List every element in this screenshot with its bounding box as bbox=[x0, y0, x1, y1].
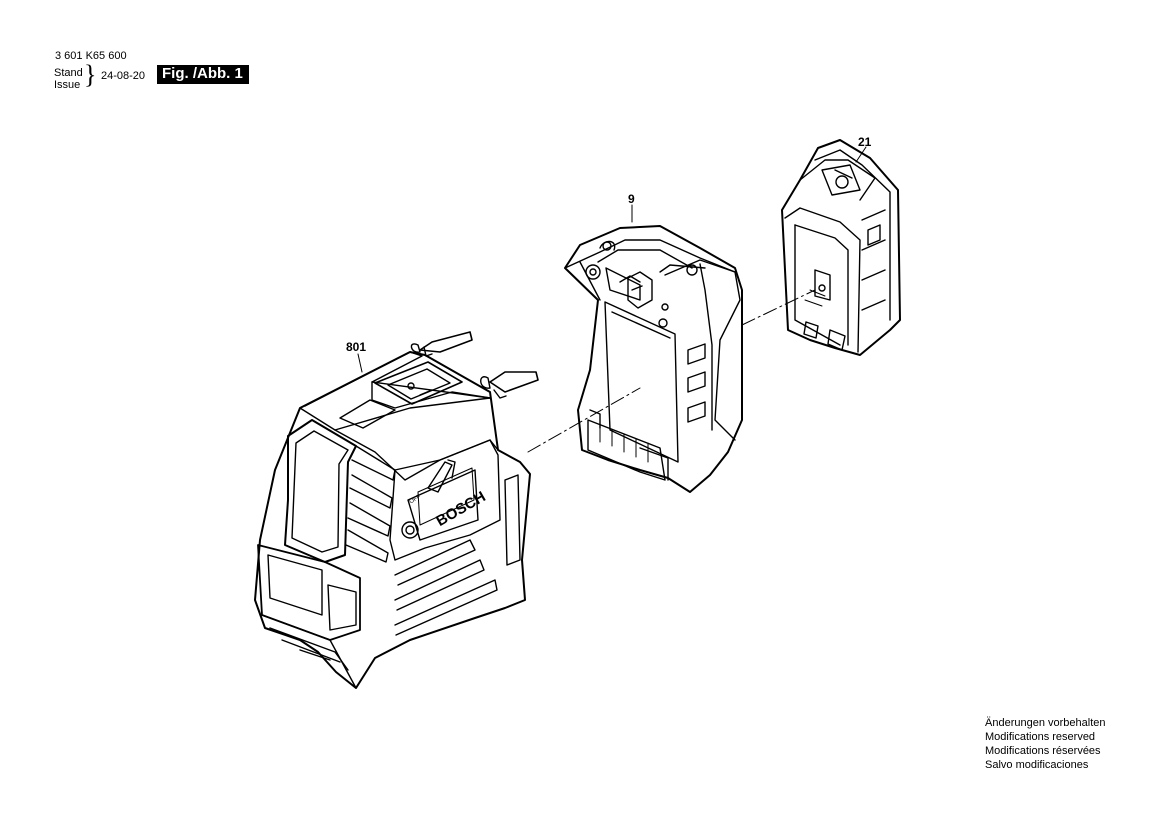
note-es: Salvo modificaciones bbox=[985, 759, 1089, 771]
callout-801: 801 bbox=[346, 340, 367, 354]
part-number: 3 601 K65 600 bbox=[55, 50, 127, 62]
part-801-laser-level bbox=[255, 332, 538, 688]
modification-notice: Änderungen vorbehalten Modifications res… bbox=[985, 716, 1105, 772]
note-fr: Modifications réservées bbox=[985, 745, 1101, 757]
brace-symbol: } bbox=[84, 60, 97, 89]
callout-9: 9 bbox=[628, 192, 635, 206]
stand-label: Stand bbox=[54, 67, 83, 79]
issue-label: Issue bbox=[54, 79, 81, 91]
switch-label-text: OFF bbox=[409, 494, 423, 505]
brand-logo-text: BOSCH bbox=[433, 488, 488, 530]
assembly-center-lines bbox=[528, 290, 815, 452]
callout-21: 21 bbox=[858, 135, 872, 149]
figure-badge: Fig. /Abb. 1 bbox=[157, 65, 249, 84]
issue-date: 24-08-20 bbox=[101, 70, 146, 82]
note-de: Änderungen vorbehalten bbox=[985, 717, 1106, 729]
part-21-battery-cover bbox=[782, 140, 900, 355]
note-en: Modifications reserved bbox=[985, 731, 1096, 743]
callout-leaders bbox=[358, 147, 866, 372]
part-9-battery-holder bbox=[565, 226, 742, 492]
